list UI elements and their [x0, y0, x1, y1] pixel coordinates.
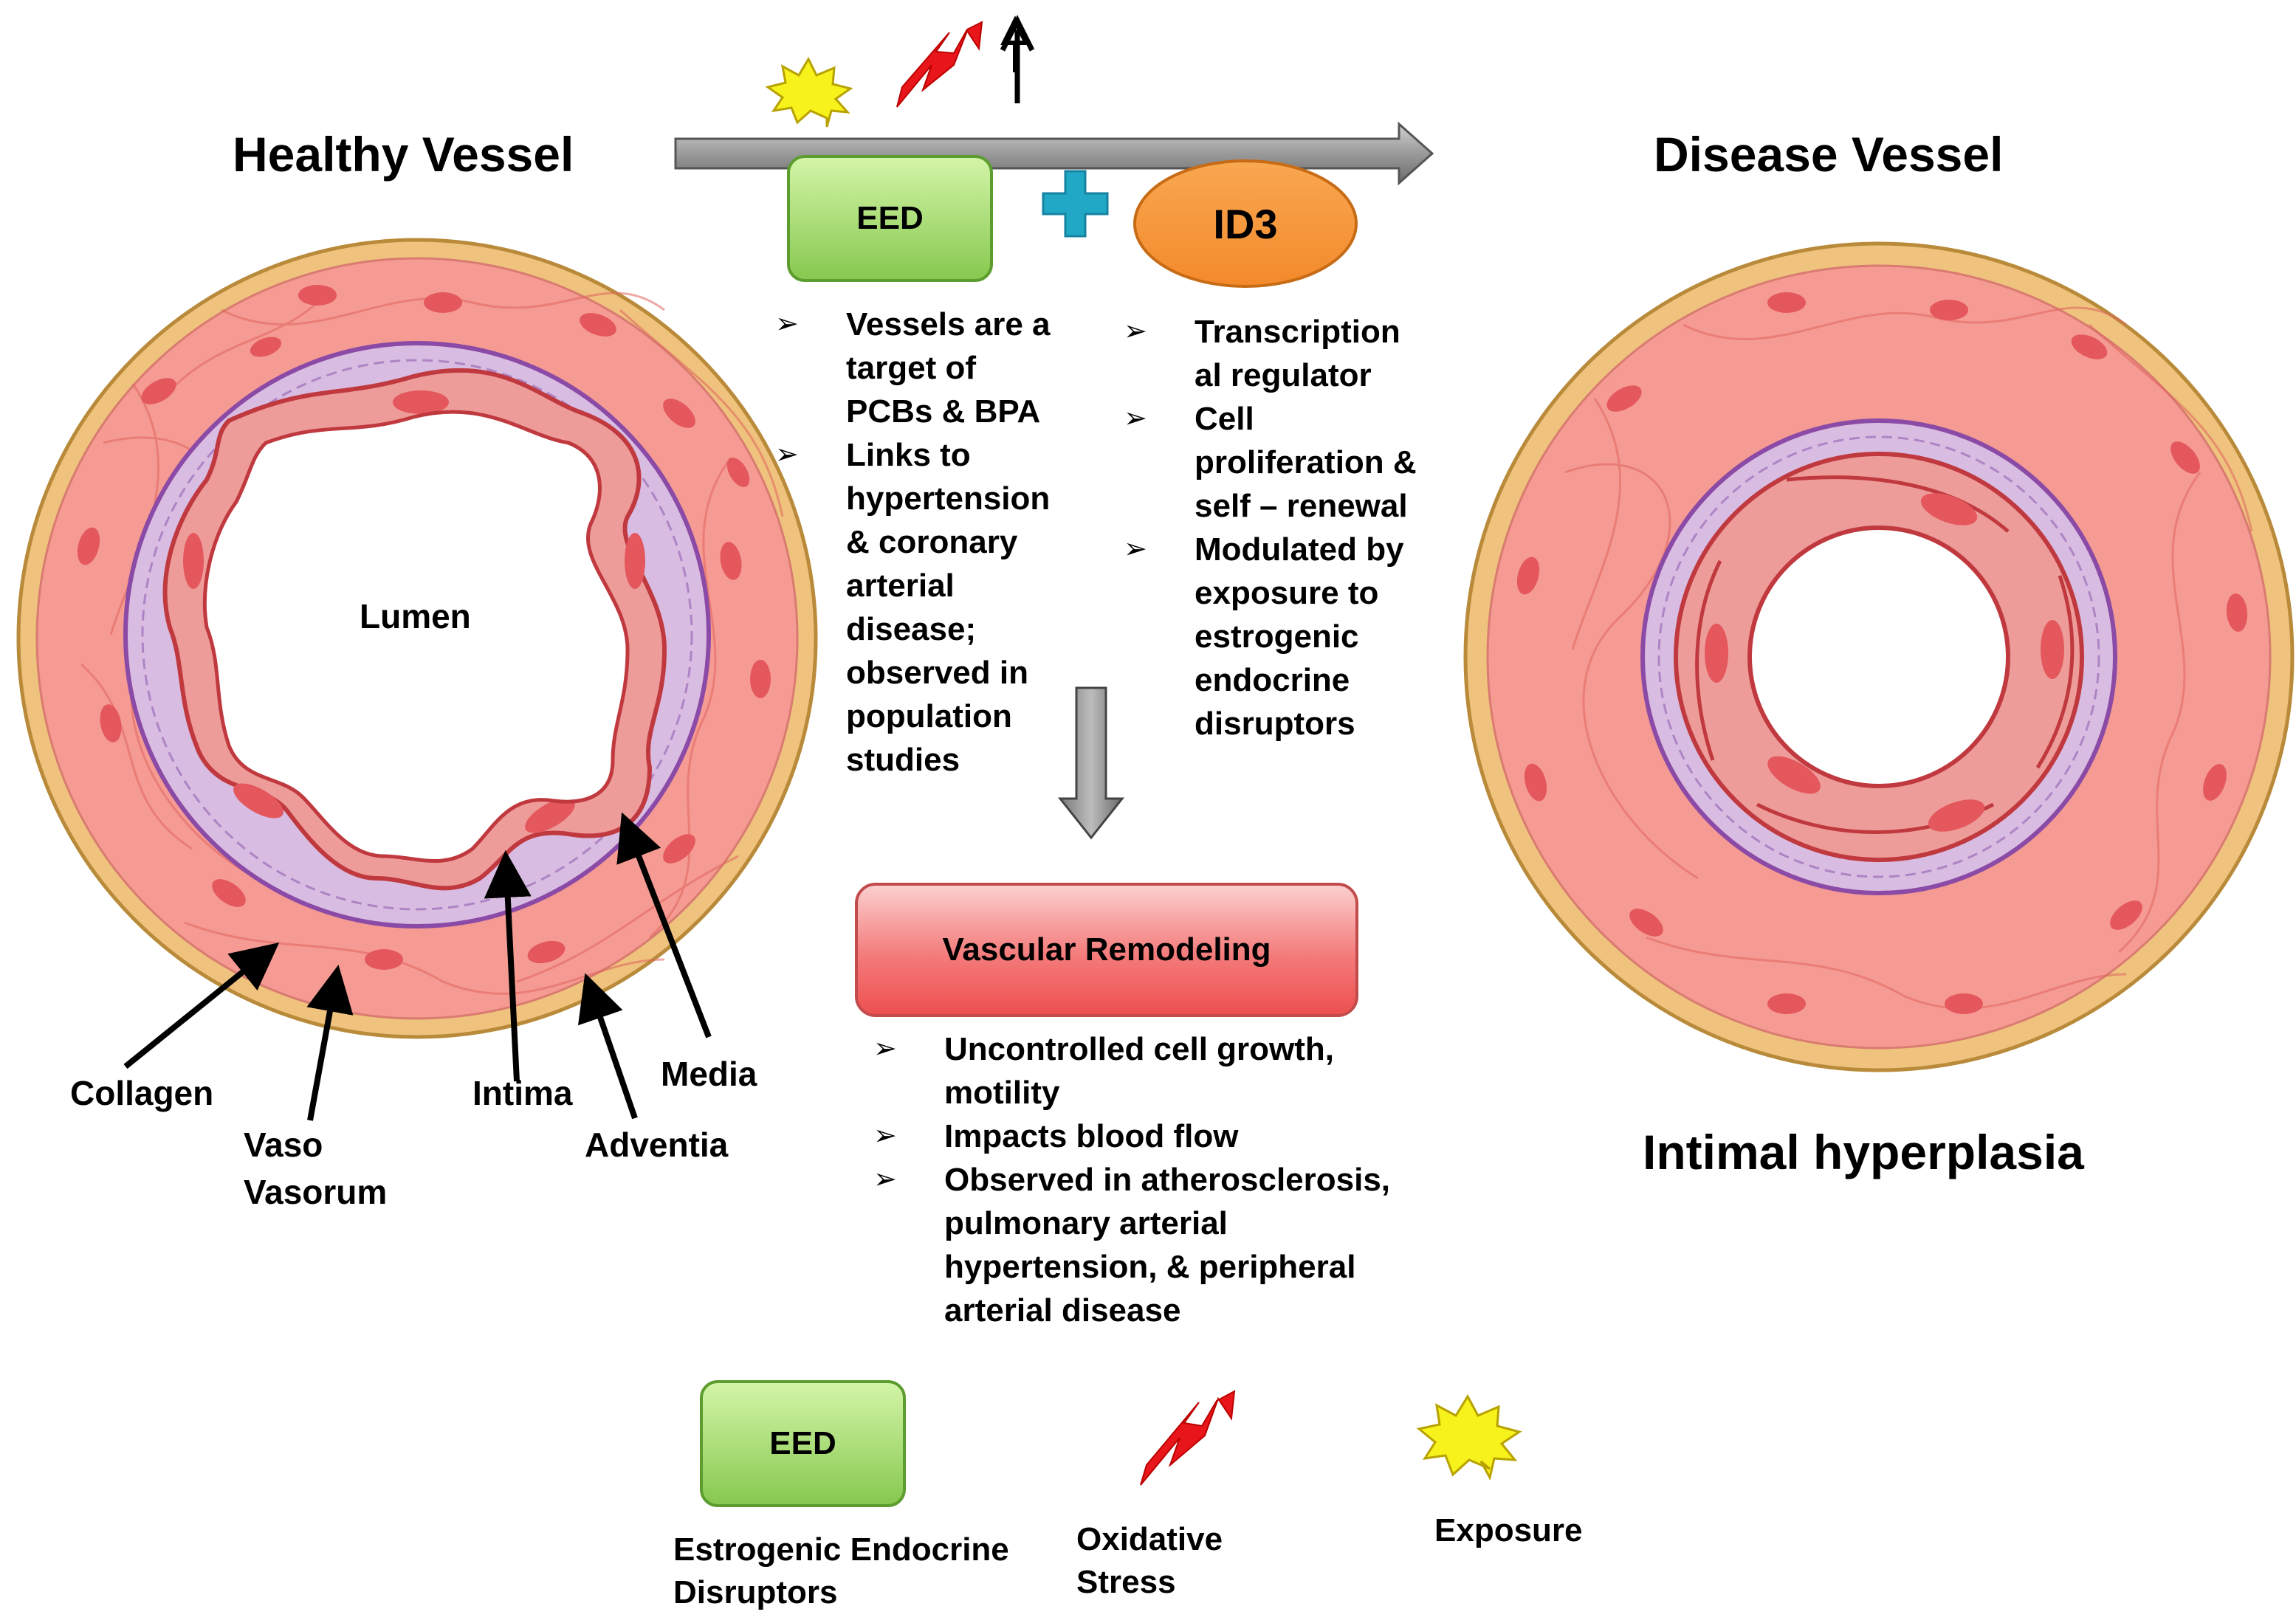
id3-bullet-item: Transcription al regulator	[1124, 310, 1419, 397]
collagen-label: Collagen	[70, 1074, 214, 1112]
legend-oxidative-line2: Stress	[1076, 1564, 1176, 1600]
healthy-nuclei	[77, 285, 771, 970]
eed-box-label: EED	[856, 200, 924, 236]
disease-vessel-title: Disease Vessel	[1654, 127, 2004, 182]
legend-eed-text-line2: Disruptors	[673, 1574, 838, 1610]
legend-starburst-icon	[1416, 1393, 1522, 1481]
disease-lumen	[1747, 526, 2010, 788]
disease-nuclei	[1516, 292, 2248, 1014]
remodeling-bullet-item: Observed in atherosclerosis, pulmonary a…	[873, 1158, 1449, 1332]
healthy-vessel	[16, 238, 818, 1039]
id3-bullet-item: Cell proliferation & self – renewal	[1124, 397, 1419, 528]
lumen-label: Lumen	[360, 597, 471, 635]
intimal-hyperplasia-title: Intimal hyperplasia	[1643, 1125, 2084, 1179]
remodeling-bullet-list: Uncontrolled cell growth, motility Impac…	[873, 1027, 1449, 1332]
eed-bullet-list: Vessels are a target of PCBs & BPA Links…	[775, 303, 1070, 782]
legend-exposure-label: Exposure	[1434, 1512, 1583, 1548]
intima-label: Intima	[472, 1074, 573, 1112]
media-label: Media	[661, 1055, 757, 1093]
eed-bullet-item: Links to hypertension & coronary arteria…	[775, 433, 1070, 782]
exposure-starburst-icon	[765, 56, 853, 128]
legend-oxidative-line1: Oxidative	[1076, 1521, 1223, 1557]
legend-eed-text-line1: Estrogenic Endocrine	[673, 1531, 1009, 1568]
healthy-lumen	[202, 410, 630, 864]
vaso-label-line1: Vaso	[244, 1126, 323, 1164]
id3-ellipse-shape	[1133, 159, 1358, 288]
disease-intima-nuclei	[1705, 493, 2064, 832]
disease-collagen-fibers	[1564, 306, 2253, 1010]
eed-bullet-item: Vessels are a target of PCBs & BPA	[775, 303, 1070, 433]
eed-box-shape	[787, 155, 993, 282]
id3-label: ID3	[1213, 200, 1278, 247]
disease-vessel	[1463, 241, 2295, 1072]
healthy-vessel-title: Healthy Vessel	[233, 127, 574, 182]
adventia-label: Adventia	[585, 1126, 729, 1164]
remodeling-box-shape	[855, 883, 1358, 1017]
legend-lightning-bolt-icon	[1140, 1390, 1236, 1486]
plus-icon	[1042, 170, 1109, 238]
lightning-bolt-icon	[896, 21, 983, 108]
healthy-intima-nuclei	[183, 390, 645, 833]
id3-bullet-list: Transcription al regulator Cell prolifer…	[1124, 310, 1419, 745]
label-pointers	[123, 812, 712, 1121]
vascular-remodeling-label: Vascular Remodeling	[942, 931, 1271, 968]
remodeling-bullet-item: Uncontrolled cell growth, motility	[873, 1027, 1449, 1114]
id3-bullet-item: Modulated by exposure to estrogenic endo…	[1124, 528, 1419, 745]
increase-arrow-icon	[1000, 15, 1035, 103]
legend-eed-box-shape	[700, 1380, 906, 1507]
vaso-label-line2: Vasorum	[244, 1173, 388, 1211]
down-arrow-icon	[1057, 686, 1125, 840]
legend-eed-box-label: EED	[769, 1425, 836, 1461]
remodeling-bullet-item: Impacts blood flow	[873, 1114, 1449, 1158]
